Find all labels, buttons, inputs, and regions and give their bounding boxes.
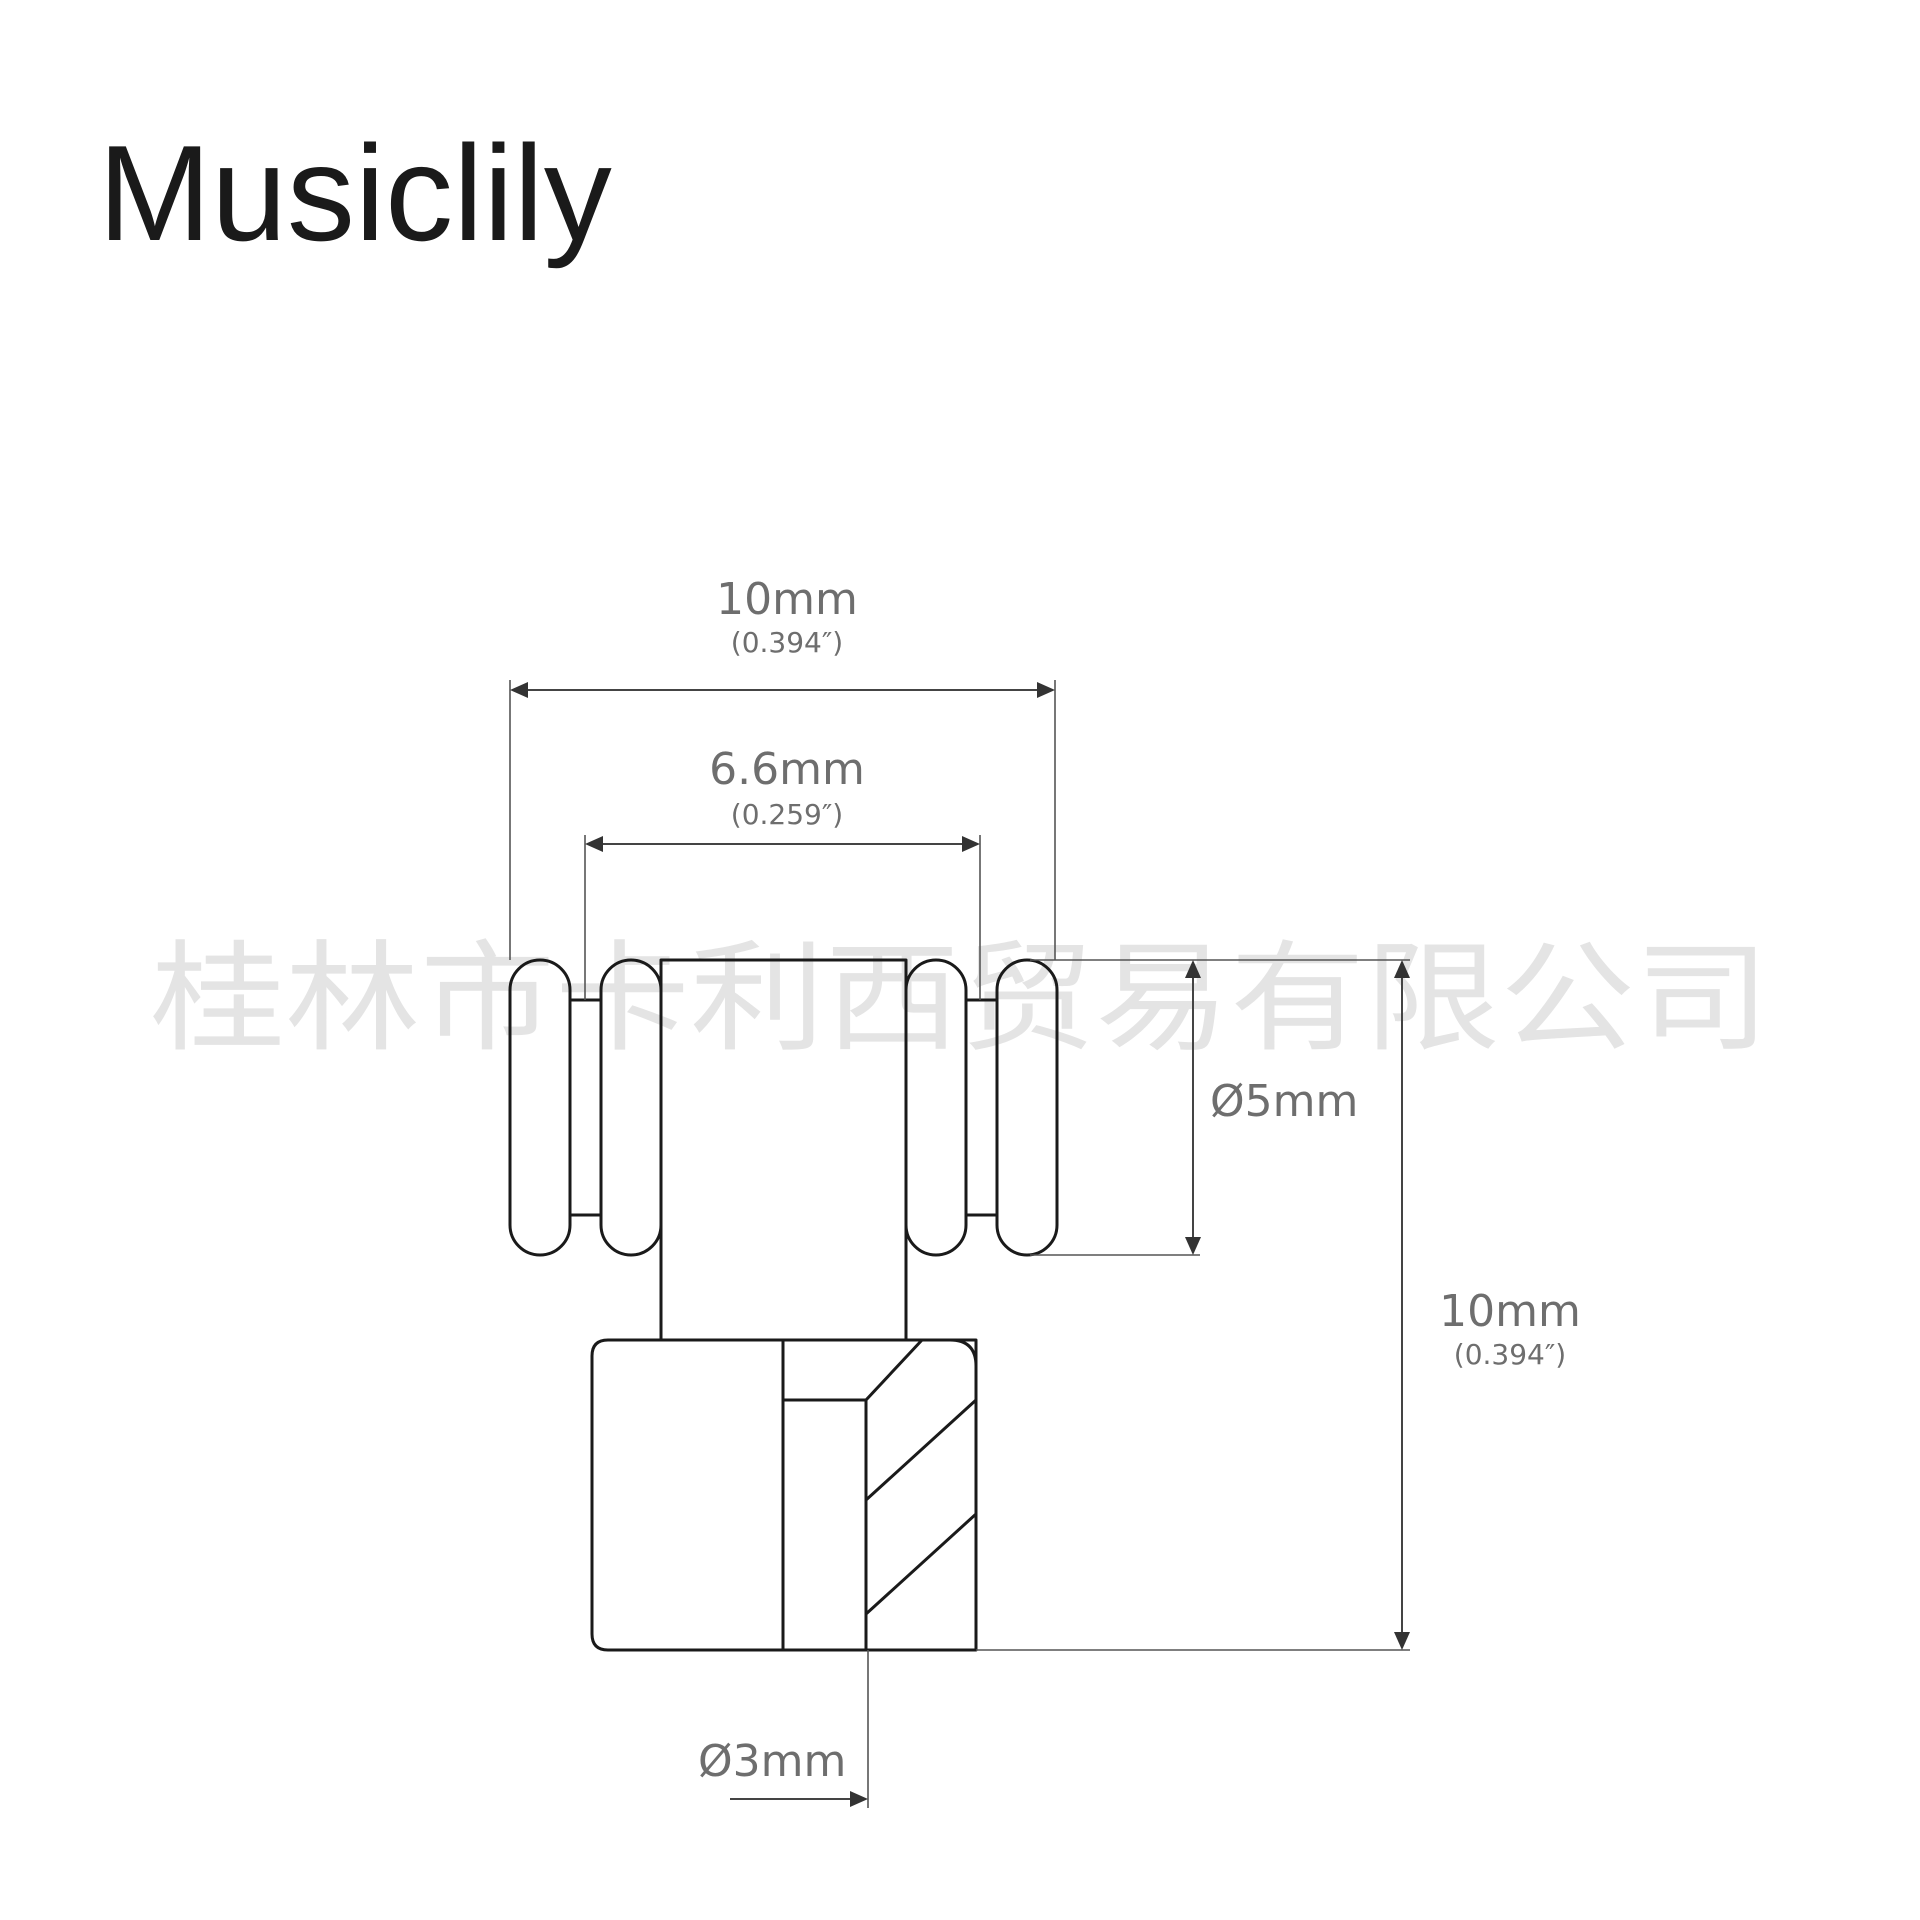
dim-inner-width-inch: (0.259″) [731,798,843,831]
coil-band-right [964,998,999,1217]
arrow-up [1394,960,1410,978]
dim-coil-diameter: Ø5mm [1030,959,1410,1256]
nut-corner [949,1338,978,1367]
arrow-up [1185,960,1201,978]
dim-total-height-value: 10mm [1439,1286,1581,1337]
nut-outline [590,1338,978,1652]
dim-total-height-inch: (0.394″) [1454,1338,1566,1371]
arrow-down [1394,1632,1410,1650]
arrow-left [585,836,603,852]
dim-inner-width: 6.6mm (0.259″) [584,744,981,1000]
spring-part [508,958,1059,1342]
dim-total-width-inch: (0.394″) [731,626,843,659]
dim-coil-diameter-value: Ø5mm [1210,1076,1358,1127]
arrow-right [850,1791,868,1807]
watermark-text: 桂林市卡利西贸易有限公司 [150,930,1770,1069]
arrow-left [510,682,528,698]
dim-total-width: 10mm (0.394″) [509,574,1056,960]
dim-hole-diameter-value: Ø3mm [698,1736,846,1787]
arrow-right [962,836,980,852]
hatch-2 [864,1398,978,1502]
arrow-down [1185,1237,1201,1255]
dim-total-height: 10mm (0.394″) [976,960,1581,1651]
brand-title: Musiclily [98,117,612,269]
arrow-right [1037,682,1055,698]
dim-hole-diameter: Ø3mm [698,1650,869,1808]
hatch-1 [864,1338,924,1402]
nut-part [590,1338,978,1652]
dim-total-width-value: 10mm [716,574,858,625]
dim-inner-width-value: 6.6mm [709,744,865,795]
hatch-3 [864,1512,978,1616]
